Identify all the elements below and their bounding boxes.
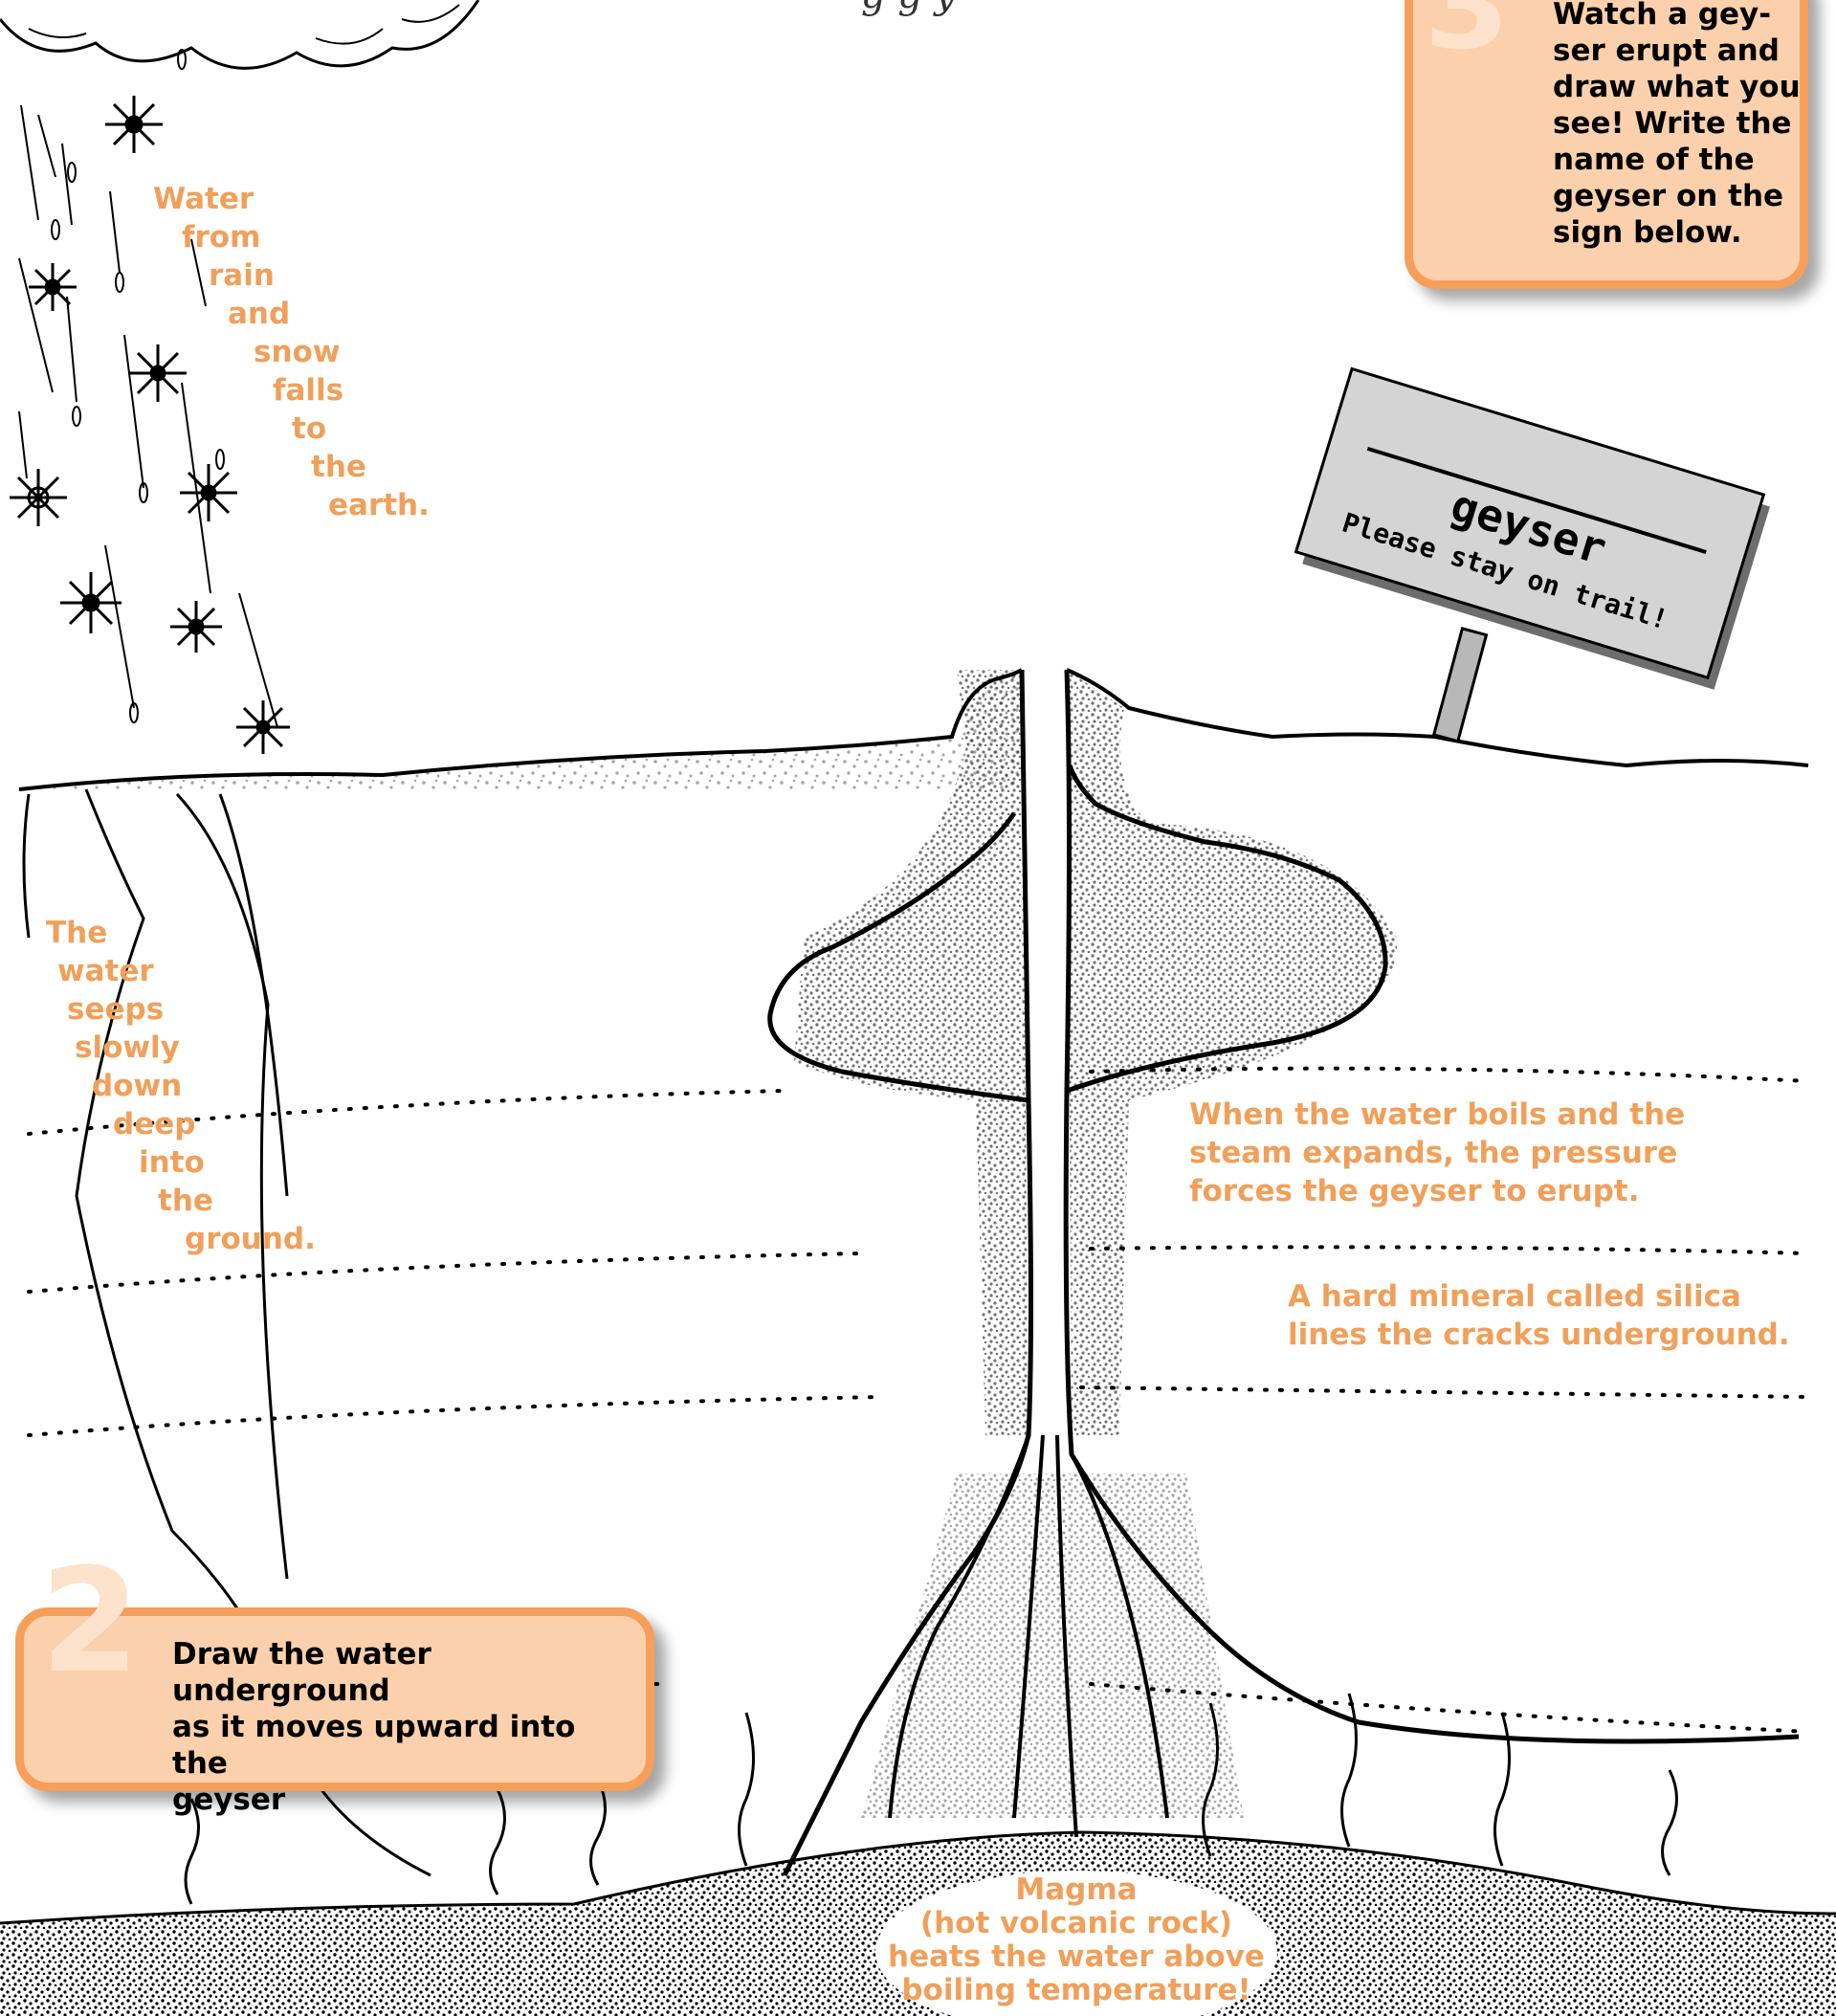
step-2-text: Draw the water underground as it moves u… [172, 1636, 641, 1818]
rain-drops [19, 50, 277, 727]
geyser-conduit [770, 670, 1799, 1875]
svg-text:boiling temperature!: boiling temperature! [901, 1973, 1250, 2007]
svg-text:heats the water above: heats the water above [888, 1939, 1265, 1974]
cloud [0, 0, 478, 68]
page-title-fragment: g g y [861, 0, 956, 17]
svg-text:to: to [292, 411, 326, 446]
svg-text:slowly: slowly [75, 1030, 180, 1065]
svg-text:from: from [182, 220, 260, 255]
svg-text:earth.: earth. [328, 488, 430, 522]
step-2-number: 2 [40, 1550, 140, 1694]
svg-text:down: down [92, 1069, 182, 1103]
step-3-number: 3 [1424, 0, 1510, 67]
svg-text:The: The [46, 916, 107, 950]
trail-sign: geyser Please stay on trail! [1294, 368, 1773, 741]
svg-text:lines the cracks underground.: lines the cracks underground. [1288, 1318, 1790, 1352]
svg-text:rain: rain [209, 258, 275, 293]
silica-label: A hard mineral called silica lines the c… [1288, 1279, 1790, 1352]
svg-text:the: the [311, 450, 366, 484]
svg-text:falls: falls [273, 373, 343, 408]
svg-text:into: into [139, 1145, 205, 1180]
svg-text:When the water boils and the: When the water boils and the [1189, 1097, 1685, 1132]
svg-text:the: the [158, 1184, 213, 1218]
svg-text:steam expands, the pressure: steam expands, the pressure [1189, 1136, 1677, 1170]
svg-text:(hot volcanic rock): (hot volcanic rock) [920, 1906, 1232, 1940]
svg-text:A hard mineral called silica: A hard mineral called silica [1288, 1279, 1741, 1314]
svg-text:forces the geyser to erupt.: forces the geyser to erupt. [1189, 1174, 1639, 1208]
svg-text:Magma: Magma [1015, 1872, 1137, 1907]
erupt-label: When the water boils and the steam expan… [1189, 1097, 1685, 1208]
svg-text:and: and [228, 297, 290, 331]
svg-text:water: water [57, 954, 154, 988]
step-3-text: Watch a gey- ser erupt and draw what you… [1553, 0, 1802, 251]
svg-text:ground.: ground. [185, 1222, 316, 1256]
svg-text:seeps: seeps [67, 992, 164, 1027]
svg-text:Water: Water [153, 182, 254, 216]
ground-surface [19, 670, 1808, 789]
svg-text:snow: snow [254, 335, 340, 369]
svg-text:deep: deep [113, 1107, 195, 1141]
